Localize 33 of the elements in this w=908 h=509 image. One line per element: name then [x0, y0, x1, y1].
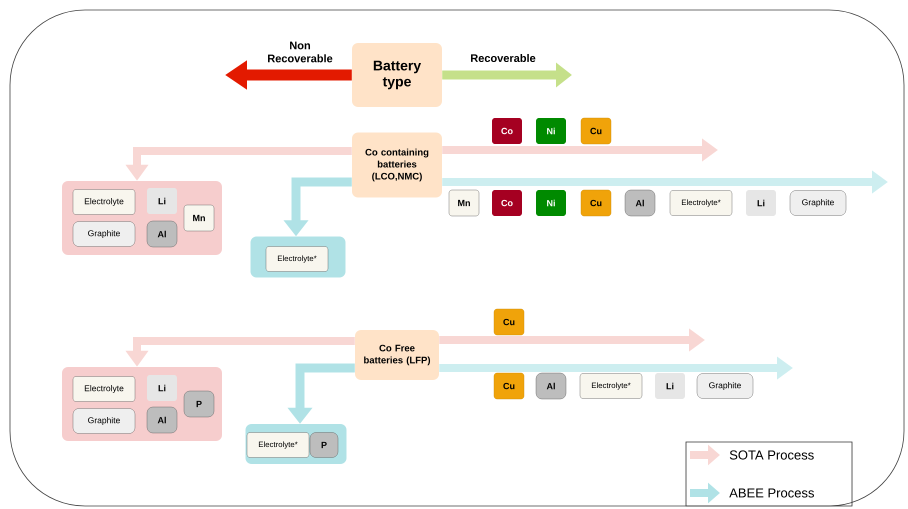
material-tile: P — [310, 432, 338, 458]
material-tile: Ni — [536, 118, 566, 144]
material-tile: Li — [147, 375, 177, 401]
material-tile: Cu — [580, 190, 612, 216]
material-tile: Li — [655, 373, 685, 399]
material-tile: Al — [146, 406, 178, 434]
material-tile: Electrolyte — [72, 376, 136, 402]
material-tile: Co — [492, 190, 522, 216]
material-tile: Graphite — [72, 408, 136, 434]
edge-label: Non Recoverable — [268, 42, 332, 62]
material-tile: Cu — [494, 372, 524, 400]
material-tile: P — [184, 390, 214, 418]
process-box: Co Free batteries (LFP) — [355, 330, 439, 380]
material-tile: Mn — [184, 204, 214, 232]
material-tile: Li — [147, 188, 177, 214]
material-tile: Li — [746, 190, 776, 216]
material-tile: Graphite — [790, 190, 846, 216]
material-tile: Al — [536, 372, 566, 400]
material-tile: Al — [146, 220, 178, 248]
material-tile: Co — [492, 118, 522, 144]
material-tile: Cu — [580, 118, 612, 144]
material-tile: Graphite — [72, 221, 136, 247]
material-tile: Al — [624, 190, 656, 216]
material-tile: Electrolyte — [72, 189, 136, 215]
material-tile: Ni — [536, 190, 566, 216]
edge-label: Recoverable — [471, 54, 536, 62]
legend-text: SOTA Process — [730, 450, 814, 460]
process-box: Battery type — [352, 43, 442, 107]
legend-text: ABEE Process — [729, 488, 814, 498]
material-tile: Mn — [448, 190, 480, 216]
material-tile: Graphite — [696, 373, 754, 399]
process-box: Co containing batteries (LCO,NMC) — [352, 132, 442, 198]
material-tile: Cu — [494, 308, 524, 336]
